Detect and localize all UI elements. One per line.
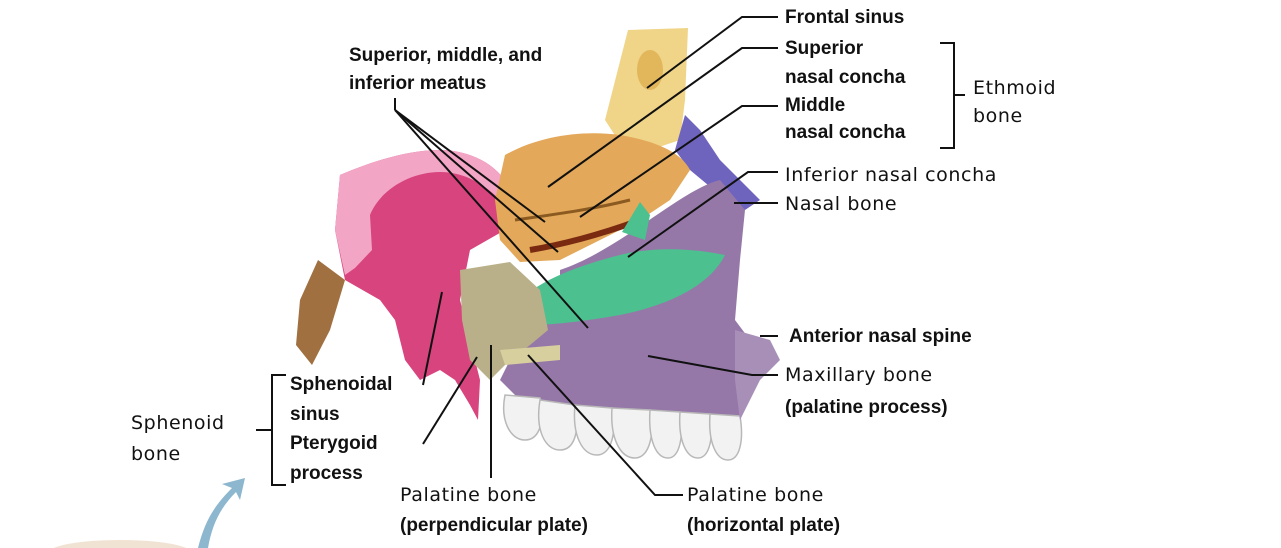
vomer-shape <box>296 260 345 365</box>
label-superior-concha-2: nasal concha <box>785 66 905 89</box>
label-pterygoid-2: process <box>290 462 363 485</box>
label-meatus-1: Superior, middle, and <box>349 44 542 67</box>
label-sphenoidal-sinus-1: Sphenoidal <box>290 373 392 396</box>
label-palatine-horiz-1: Palatine bone <box>687 484 824 507</box>
label-palatine-horiz-2: (horizontal plate) <box>687 514 840 537</box>
label-meatus-2: inferior meatus <box>349 72 486 95</box>
partial-skull-outline <box>50 540 190 548</box>
frontal-sinus-cavity <box>637 50 663 90</box>
label-sphenoidal-sinus-2: sinus <box>290 403 340 426</box>
label-maxillary-1: Maxillary bone <box>785 364 933 387</box>
label-sphenoid-1: Sphenoid <box>131 412 225 435</box>
label-ethmoid-2: bone <box>973 105 1023 128</box>
label-ethmoid-1: Ethmoid <box>973 77 1056 100</box>
label-nasal-bone: Nasal bone <box>785 193 897 216</box>
label-palatine-perp-1: Palatine bone <box>400 484 537 507</box>
label-frontal-sinus: Frontal sinus <box>785 6 904 29</box>
label-middle-concha-1: Middle <box>785 94 845 117</box>
arrow-icon <box>198 478 245 548</box>
label-inferior-concha: Inferior nasal concha <box>785 164 997 187</box>
label-superior-concha-1: Superior <box>785 37 863 60</box>
label-anterior-nasal-spine: Anterior nasal spine <box>789 325 972 348</box>
label-middle-concha-2: nasal concha <box>785 121 905 144</box>
label-palatine-perp-2: (perpendicular plate) <box>400 514 588 537</box>
label-sphenoid-2: bone <box>131 443 181 466</box>
label-maxillary-2: (palatine process) <box>785 396 948 419</box>
label-pterygoid-1: Pterygoid <box>290 432 378 455</box>
